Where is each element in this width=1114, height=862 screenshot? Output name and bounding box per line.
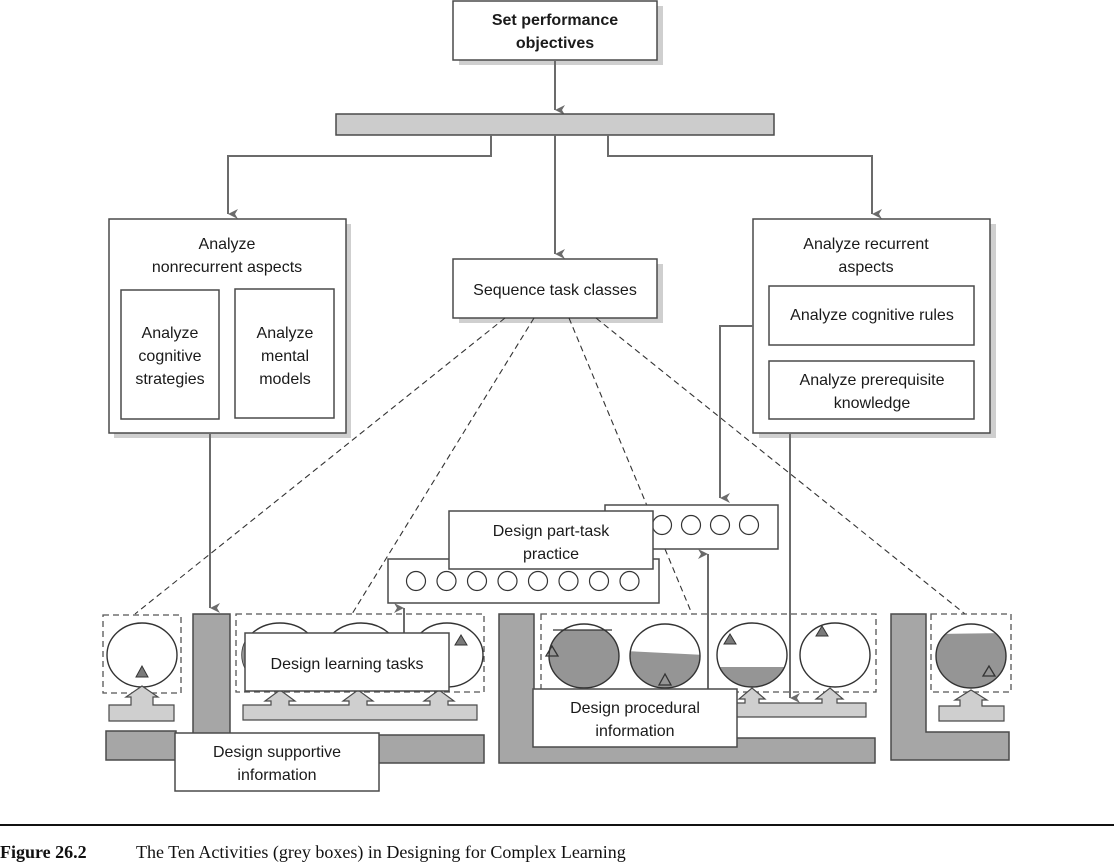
task-class-4: [890, 613, 1012, 761]
analyze-nonrecurrent-box: Analyze nonrecurrent aspects Analyze cog…: [108, 218, 351, 438]
practice-item-circle: [709, 514, 731, 536]
procedural-l-shape: [498, 613, 876, 764]
task-class-3: [498, 613, 877, 764]
part-task-line1: Design part-task: [493, 523, 610, 540]
figure-caption: The Ten Activities (grey boxes) in Desig…: [136, 842, 626, 862]
procedural-line1: Design procedural: [570, 700, 700, 717]
supportive-base-2: [373, 734, 485, 764]
mental-models-line1: Analyze: [257, 325, 314, 342]
cognitive-strategies-line2: cognitive: [138, 348, 201, 365]
arrow-rules-to-part-task: [719, 325, 753, 503]
set-performance-objectives-line2: objectives: [516, 35, 594, 52]
support-arrow: [938, 689, 1005, 722]
cognitive-rules-label: Analyze cognitive rules: [790, 307, 954, 324]
practice-item-circle: [619, 570, 640, 592]
upper-circle-row: [651, 514, 760, 536]
practice-item-circle: [680, 514, 702, 536]
arrow-to-nonrecurrent: [227, 135, 492, 219]
cognitive-strategies-line3: strategies: [135, 371, 204, 388]
prerequisite-knowledge-line1: Analyze prerequisite: [800, 372, 945, 389]
dashed-line-3: [568, 317, 693, 615]
figure-number: Figure 26.2: [0, 842, 87, 862]
lower-circle-row: [405, 570, 640, 592]
practice-item-circle: [738, 514, 760, 536]
mental-models-line2: mental: [261, 348, 309, 365]
triangle-icon: [815, 625, 829, 637]
practice-item-circle: [405, 570, 427, 592]
task-class-1: [102, 614, 182, 761]
dashed-line-4: [595, 317, 966, 615]
recurrent-title-line1: Analyze recurrent: [803, 236, 929, 253]
right-l-shape: [890, 613, 1010, 761]
grey-activity-bar: [335, 113, 775, 136]
set-performance-objectives-line1: Set performance: [492, 12, 618, 29]
analyze-mental-models-box: [234, 288, 335, 419]
design-procedural-information-box: Design procedural information: [532, 688, 738, 748]
dashed-line-1: [134, 317, 506, 615]
practice-item-circle: [558, 570, 579, 592]
procedural-line2: information: [595, 723, 674, 740]
sequence-task-classes-label: Sequence task classes: [473, 282, 637, 299]
sequence-task-classes-box: Sequence task classes: [452, 258, 663, 323]
triangle-outline-icon: [544, 644, 560, 657]
support-arrow-bar-3: [735, 687, 867, 718]
recurrent-title-line2: aspects: [838, 259, 893, 276]
triangle-outline-icon: [981, 664, 997, 677]
supportive-base-1: [105, 730, 177, 761]
practice-item-circle: [588, 570, 610, 592]
supportive-line2: information: [237, 767, 316, 784]
set-performance-objectives-box: Set performance objectives: [452, 0, 663, 65]
mental-models-line3: models: [259, 371, 311, 388]
triangle-icon: [454, 634, 468, 646]
analyze-recurrent-box: Analyze recurrent aspects Analyze cognit…: [752, 218, 996, 438]
analyze-prerequisite-knowledge-box: [768, 360, 975, 420]
supportive-line1: Design supportive: [213, 744, 341, 761]
practice-item-circle: [497, 570, 518, 592]
cognitive-strategies-line1: Analyze: [142, 325, 199, 342]
dashed-line-2: [351, 317, 535, 615]
part-task-line2: practice: [523, 546, 579, 563]
design-part-task-practice-box: Design part-task practice: [448, 510, 654, 570]
design-supportive-information-box: Design supportive information: [174, 732, 380, 792]
support-arrow: [108, 685, 175, 722]
learning-tasks-label: Design learning tasks: [271, 656, 424, 673]
design-learning-tasks-box: Design learning tasks: [244, 632, 450, 692]
triangle-icon: [135, 664, 149, 678]
practice-item-circle: [651, 514, 673, 536]
support-arrow-bar: [242, 689, 478, 721]
triangle-outline-icon: [657, 672, 673, 686]
nonrecurrent-title-line1: Analyze: [199, 236, 256, 253]
practice-item-circle: [436, 570, 457, 592]
triangle-icon: [723, 633, 737, 645]
nonrecurrent-title-line2: nonrecurrent aspects: [152, 259, 302, 276]
analyze-cognitive-strategies-box: [120, 289, 220, 420]
analyze-cognitive-rules-box: [768, 285, 975, 346]
arrow-to-recurrent: [607, 135, 882, 219]
practice-item-circle: [527, 570, 549, 592]
practice-item-circle: [466, 570, 488, 592]
prerequisite-knowledge-line2: knowledge: [834, 395, 911, 412]
